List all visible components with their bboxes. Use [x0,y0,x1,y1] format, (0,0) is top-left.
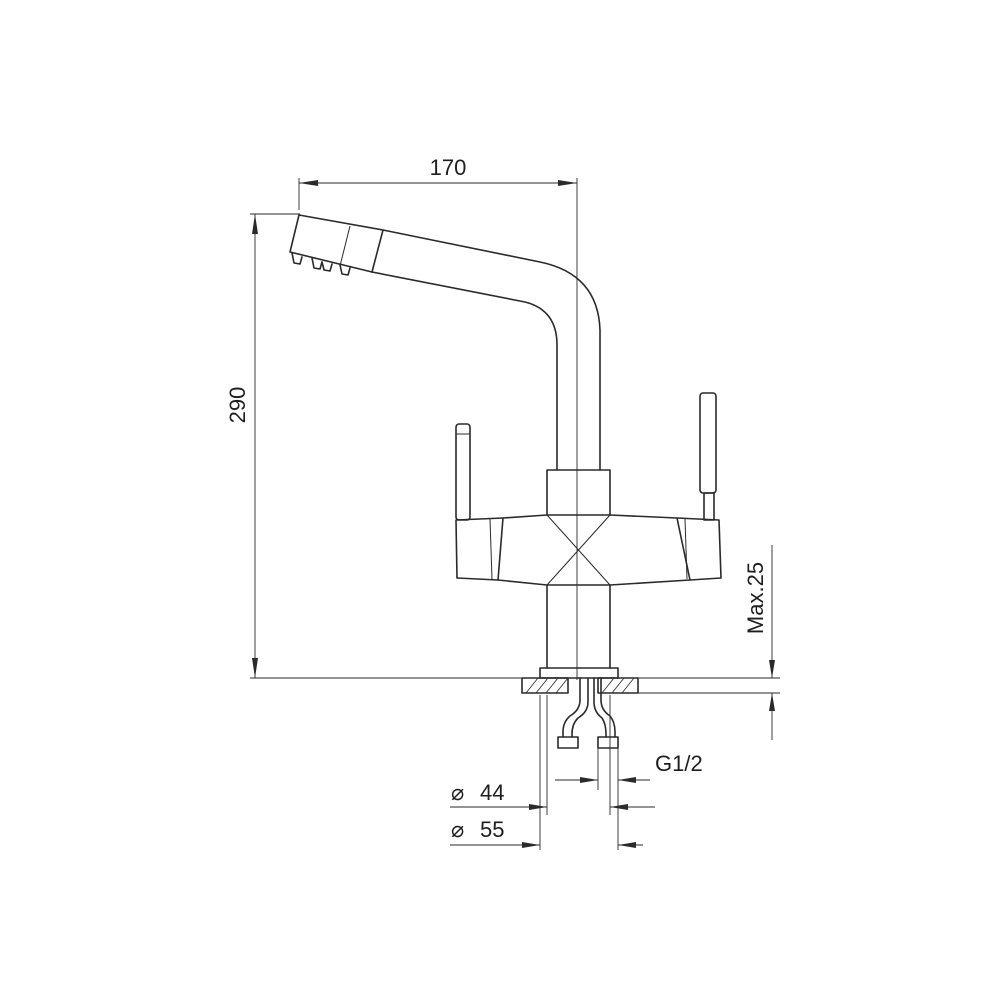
spout-arm-top [382,229,601,471]
supply-hose-right [593,677,616,738]
supply-hose-left [562,677,589,738]
cross-x [546,514,611,586]
left-cartridge-edge [489,518,493,580]
dia-symbol-44: ⌀ [451,780,464,805]
left-handle[interactable] [455,423,471,521]
aerator-notches [291,252,351,276]
right-cartridge-edge [684,518,688,580]
spout-head-divider [339,225,351,267]
center-column [546,469,611,516]
countertop-left [521,677,569,694]
left-cartridge [455,517,504,581]
faucet-body [289,214,722,679]
dim-label-max25: Max.25 [743,562,768,634]
dim-label-290: 290 [225,387,250,424]
dimension-55: ⌀ 55 [450,695,643,850]
base-flange [539,667,619,679]
cross-body [497,514,691,586]
countertop-hatch [525,677,635,694]
dim-label-170: 170 [430,155,467,180]
dimension-290: 290 [225,213,780,679]
spout-arm-bottom [371,271,558,471]
right-cartridge [676,517,722,581]
dimension-g12: G1/2 [555,748,703,790]
dim-label-55: 55 [480,817,504,842]
right-handle-stem [703,492,715,521]
dimension-max25: Max.25 [638,545,780,740]
lower-column [546,584,611,669]
hose-fitting-right [597,736,619,749]
dimension-44: ⌀ 44 [450,695,655,815]
dim-label-44: 44 [480,780,504,805]
dia-symbol-55: ⌀ [451,817,464,842]
dim-label-g12: G1/2 [655,751,703,776]
dimension-170: 170 [298,155,578,680]
hose-fitting-left [557,736,579,749]
countertop-section [521,677,639,749]
right-handle[interactable] [699,392,717,494]
spout-head [289,214,384,273]
